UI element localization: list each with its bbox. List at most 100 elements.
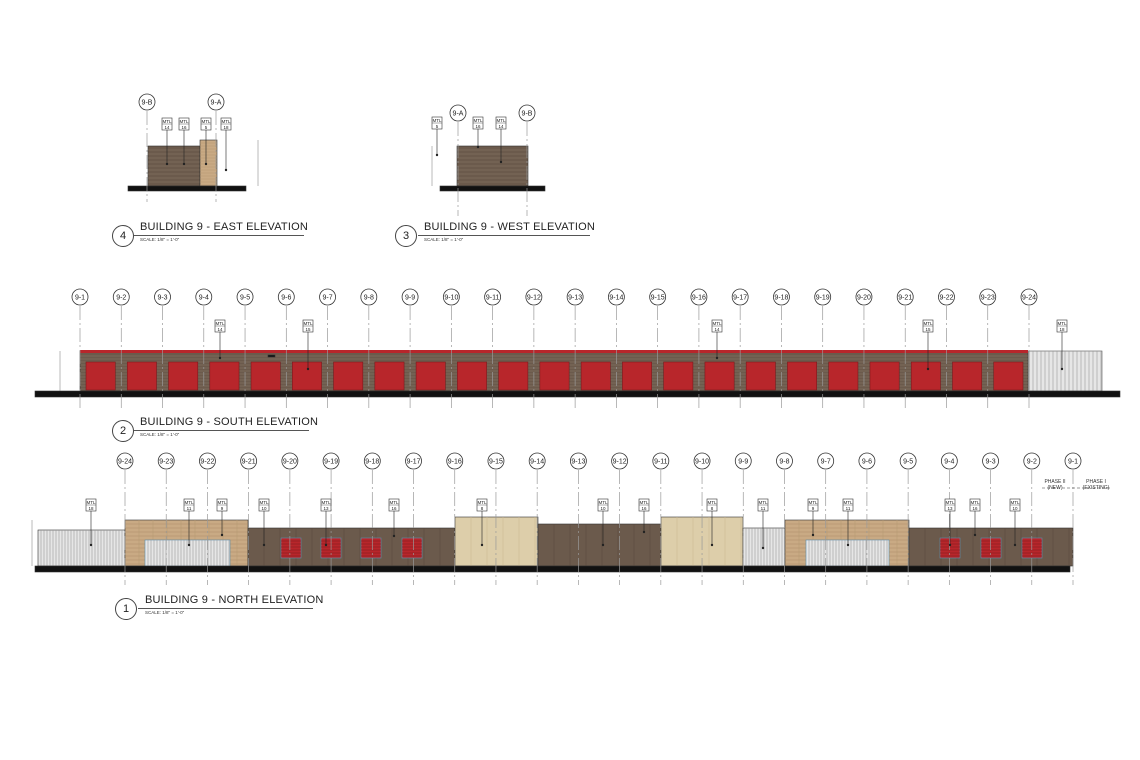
grid-bubble: [652, 452, 670, 470]
grid-label: 9-B: [522, 111, 533, 118]
grid-bubble: [157, 452, 175, 470]
material-tag-text: MTL: [260, 500, 269, 505]
leader-dot: [324, 543, 328, 547]
grid-label: 9-9: [738, 459, 748, 466]
ground-slab: [127, 185, 247, 192]
phase-existing-label: PHASE I (EXISTING): [1082, 479, 1110, 491]
grid-bubble: [360, 288, 378, 306]
material-tag-text: MTL: [478, 500, 487, 505]
grid-bubble: [401, 288, 419, 306]
leader-dot: [480, 543, 484, 547]
leader-dot: [89, 543, 93, 547]
material-tag-text: MTL: [497, 118, 506, 123]
leader-dot: [710, 543, 714, 547]
roll-up-door: [126, 361, 157, 391]
grid-label: 9-16: [448, 459, 462, 466]
view-number-1: 1: [115, 598, 137, 620]
material-tag-text: MTL: [599, 500, 608, 505]
grid-bubble: [154, 288, 171, 306]
grid-bubble: [858, 452, 876, 470]
material-tag-number: 16: [181, 125, 187, 130]
roll-up-door: [993, 361, 1024, 391]
roll-up-door: [580, 361, 611, 391]
material-tag-text: MTL: [971, 500, 980, 505]
grid-label: 9-12: [527, 295, 541, 302]
grid-bubble: [525, 288, 543, 306]
grid-bubble: [649, 288, 667, 306]
view-number-4: 4: [112, 225, 134, 247]
leader-dot: [1060, 367, 1064, 371]
material-tag-number: 18: [223, 125, 229, 130]
material-tag-number: 9: [221, 506, 224, 511]
wall-segment: [454, 516, 539, 567]
material-tag-number: 8: [481, 506, 484, 511]
material-tag-number: 10: [1012, 506, 1018, 511]
view-number-2: 2: [112, 420, 134, 442]
grid-bubble: [982, 452, 999, 470]
material-tag-text: MTL: [713, 321, 722, 326]
grid-bubble: [938, 288, 955, 306]
grid-bubble: [1064, 452, 1082, 470]
grid-bubble: [199, 452, 216, 470]
grid-label: 9-A: [211, 100, 222, 107]
grid-label: 9-20: [857, 295, 871, 302]
grid-bubble: [899, 452, 917, 470]
roll-up-door: [498, 361, 529, 391]
roof-band-red: [80, 350, 1028, 353]
material-tag-number: 13: [947, 506, 953, 511]
view-title-south: BUILDING 9 - SOUTH ELEVATION: [140, 416, 319, 428]
grid-label: 9-6: [281, 295, 291, 302]
material-tag-number: 16: [475, 124, 481, 129]
grid-bubble: [207, 93, 225, 111]
wall-light: [267, 354, 276, 358]
grid-bubble: [112, 288, 130, 306]
view-title-north: BUILDING 9 - NORTH ELEVATION: [145, 594, 324, 606]
material-tag-number: 11: [846, 506, 851, 511]
view-number-3: 3: [395, 225, 417, 247]
grid-label: 9-24: [118, 459, 132, 466]
view-title-east: BUILDING 9 - EAST ELEVATION: [140, 221, 308, 233]
grid-bubble: [607, 288, 625, 306]
grid-label: 9-A: [453, 111, 464, 118]
grid-label: 9-B: [142, 100, 153, 107]
grid-label: 9-2: [116, 295, 126, 302]
leader-dot: [1013, 543, 1017, 547]
title-rule: [418, 235, 590, 236]
material-tag-text: MTL: [1011, 500, 1020, 505]
grid-label: 9-10: [695, 459, 709, 466]
leader-dot: [642, 530, 646, 534]
roll-up-door: [250, 361, 281, 391]
grid-bubble: [518, 104, 536, 122]
material-tag-number: 9: [812, 506, 815, 511]
grid-bubble: [979, 288, 997, 306]
roll-up-door: [828, 361, 859, 391]
grid-bubble: [138, 93, 156, 111]
grid-label: 9-14: [530, 459, 544, 466]
material-tag-number: 14: [714, 327, 720, 332]
material-tag-text: MTL: [390, 500, 399, 505]
ground-slab: [34, 565, 1071, 573]
material-tag-number: 10: [600, 506, 606, 511]
grid-bubble: [814, 288, 832, 306]
material-tag-number: 18: [88, 506, 94, 511]
leader-dot: [218, 356, 222, 360]
grid-bubble: [528, 452, 546, 470]
title-rule: [134, 430, 309, 431]
grid-bubble: [1023, 452, 1041, 470]
grid-bubble: [363, 452, 381, 470]
grid-bubble: [817, 452, 835, 470]
material-tag-number: 5: [205, 125, 208, 130]
grid-bubble: [281, 452, 299, 470]
grid-label: 9-19: [324, 459, 338, 466]
roll-up-door: [869, 361, 900, 391]
grid-bubble: [776, 452, 793, 470]
grid-label: 9-9: [405, 295, 415, 302]
grid-label: 9-11: [486, 295, 500, 302]
material-tag-number: 16: [641, 506, 647, 511]
material-tag-text: MTL: [202, 119, 211, 124]
material-tag-number: 11: [761, 506, 766, 511]
material-tag-text: MTL: [185, 500, 194, 505]
grid-label: 9-11: [654, 459, 668, 466]
